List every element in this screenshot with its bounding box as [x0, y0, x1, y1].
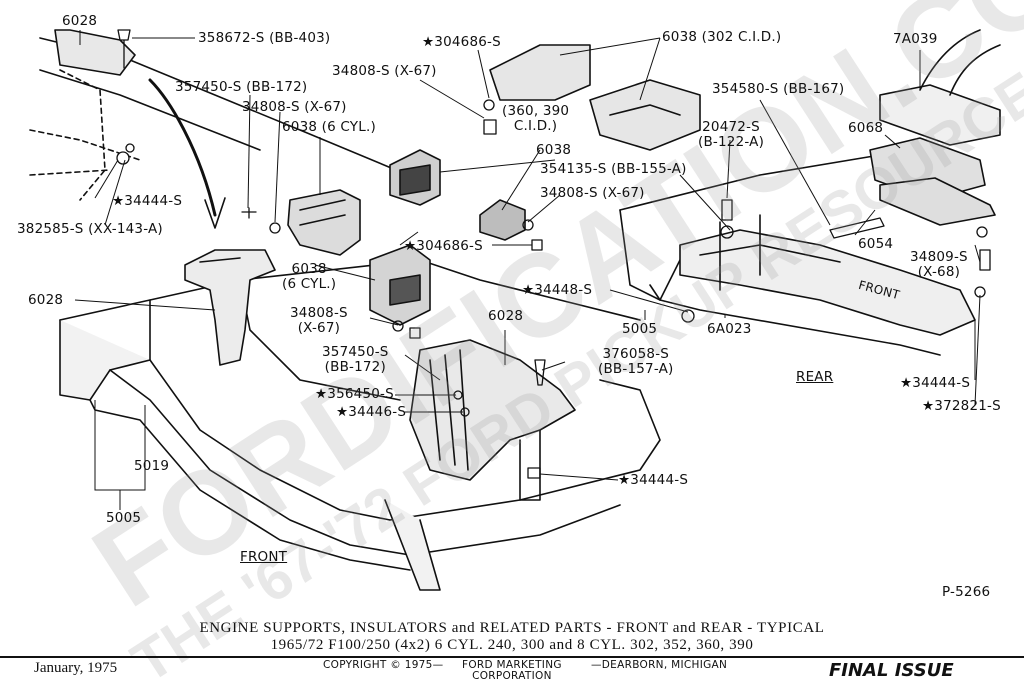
label-357450-mid-line2: (BB-172) — [324, 359, 386, 375]
fastener-drawings — [116, 29, 991, 479]
label-376058-line2: (BB-157-A) — [598, 361, 674, 377]
label-5005-rear: 5005 — [622, 321, 658, 337]
label-6038-6cyl-line1: 6038 — [291, 261, 327, 277]
figure-number: P-5266 — [942, 584, 991, 600]
label-20472-line2: (B-122-A) — [698, 134, 765, 150]
front-crossmember-drawing — [59, 259, 661, 591]
footer-rule — [0, 656, 1024, 658]
upper-left-frame-drawing — [29, 29, 421, 229]
footer-org-line2: CORPORATION — [472, 670, 552, 682]
footer-date: January, 1975 — [34, 660, 118, 676]
label-6a023: 6A023 — [707, 321, 752, 337]
label-34444-s-left: ★34444-S — [112, 193, 183, 209]
label-34808-s-a: 34808-S (X-67) — [332, 63, 437, 79]
label-6068: 6068 — [848, 120, 884, 136]
leader-lines — [74, 30, 981, 510]
footer-copyright: COPYRIGHT © 1975— — [323, 659, 444, 671]
footer-org: FORD MARKETING CORPORATION — [462, 660, 562, 682]
label-357450-s-mid: 357450-S (BB-172) — [322, 345, 389, 375]
label-360-390-line2: C.I.D.) — [513, 118, 558, 134]
label-20472-s: 20472-S (B-122-A) — [698, 120, 764, 150]
left-support-bracket-drawing — [184, 249, 276, 366]
label-34446-s: ★34446-S — [336, 404, 407, 420]
label-6038-6cyl-line2: (6 CYL.) — [282, 276, 337, 292]
label-6038-6cyl: 6038 (6 CYL.) — [282, 262, 336, 292]
label-357450-mid-line1: 357450-S — [322, 344, 389, 360]
rear-insulator-drawing — [869, 137, 996, 226]
label-6038-mid: 6038 — [536, 142, 572, 158]
label-34808-s-c: 34808-S (X-67) — [540, 185, 645, 201]
label-382585-s: 382585-S (XX-143-A) — [17, 221, 163, 237]
insulator-302-drawing — [489, 44, 701, 151]
label-6054: 6054 — [858, 236, 894, 252]
transmission-extension-drawing — [879, 29, 1001, 146]
footer-status: FINAL ISSUE — [829, 660, 954, 681]
label-356450-s: ★356450-S — [315, 386, 394, 402]
label-360-390-line1: (360, 390 — [502, 103, 570, 119]
insulator-6cyl-lower-drawing — [369, 244, 431, 326]
label-6038-6cyl-top: 6038 (6 CYL.) — [282, 119, 376, 135]
label-358672-s: 358672-S (BB-403) — [198, 30, 331, 46]
label-34808-d-line1: 34808-S — [290, 305, 348, 321]
label-34444-s-bottom: ★34444-S — [618, 472, 689, 488]
label-34809-s: 34809-S (X-68) — [910, 250, 968, 280]
insulator-6cyl-upper-drawing — [287, 189, 361, 256]
label-5005-front: 5005 — [106, 510, 142, 526]
right-support-bracket-drawing — [409, 339, 576, 501]
label-376058-line1: 376058-S — [602, 346, 670, 362]
label-20472-line1: 20472-S — [702, 119, 760, 135]
label-304686-s-top: ★304686-S — [422, 34, 501, 50]
label-376058-s: 376058-S (BB-157-A) — [598, 347, 674, 377]
label-34809-line2: (X-68) — [917, 264, 961, 280]
label-372821-s: ★372821-S — [922, 398, 1001, 414]
label-34808-d-line2: (X-67) — [297, 320, 341, 336]
label-7a039: 7A039 — [893, 31, 938, 47]
label-354580-s: 354580-S (BB-167) — [712, 81, 845, 97]
label-34808-s-d: 34808-S (X-67) — [290, 306, 348, 336]
caption-title: ENGINE SUPPORTS, INSULATORS and RELATED … — [199, 620, 825, 636]
label-front: FRONT — [240, 549, 288, 565]
label-304686-s-mid: ★304686-S — [404, 238, 483, 254]
label-6028-left: 6028 — [28, 292, 64, 308]
insulator-small-drawing — [479, 199, 526, 241]
insulator-block-drawing — [389, 149, 441, 206]
label-354135-s: 354135-S (BB-155-A) — [540, 161, 687, 177]
label-34808-s-b: 34808-S (X-67) — [242, 99, 347, 115]
footer-org-line1: FORD MARKETING — [462, 659, 562, 671]
caption-subtitle: 1965/72 F100/250 (4x2) 6 CYL. 240, 300 a… — [270, 637, 754, 653]
label-34809-line1: 34809-S — [910, 249, 968, 265]
label-6028-mid: 6028 — [488, 308, 524, 324]
footer-city: —DEARBORN, MICHIGAN — [591, 659, 728, 671]
label-6038-302: 6038 (302 C.I.D.) — [662, 29, 782, 45]
label-34448-s: ★34448-S — [522, 282, 593, 298]
label-5019: 5019 — [134, 458, 170, 474]
label-6028-top: 6028 — [62, 13, 98, 29]
label-360-390-cid: (360, 390 C.I.D.) — [502, 104, 569, 134]
label-357450-s-top: 357450-S (BB-172) — [175, 79, 308, 95]
label-rear: REAR — [796, 369, 834, 385]
label-34444-s-rear: ★34444-S — [900, 375, 971, 391]
